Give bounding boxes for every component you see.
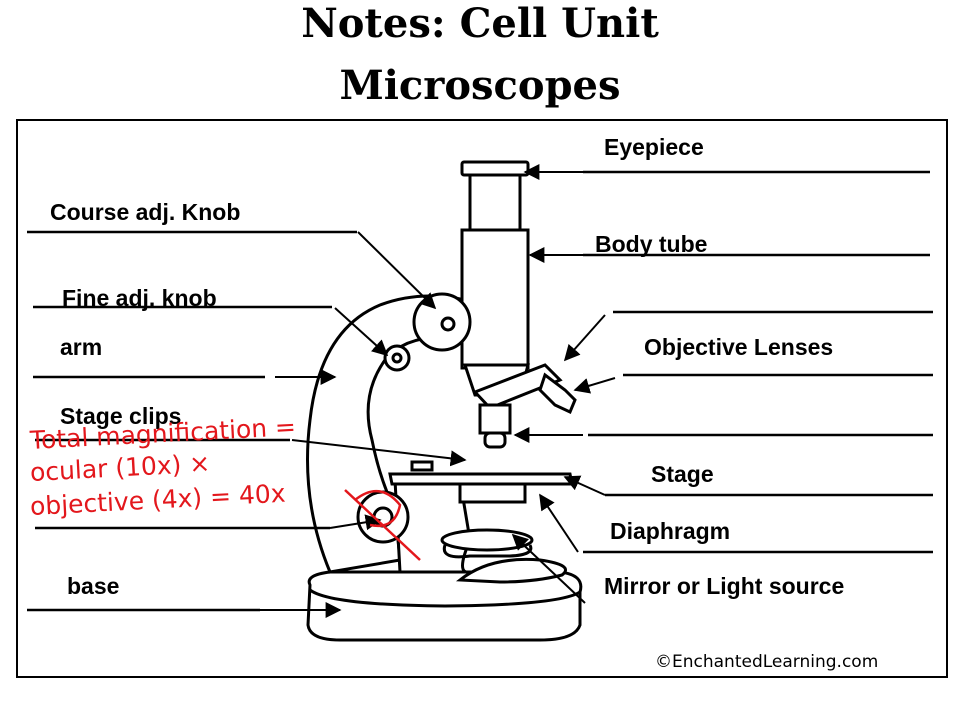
label-stage: Stage xyxy=(651,461,714,487)
base-cavity xyxy=(455,557,567,584)
course-knob-hub xyxy=(440,316,456,332)
label-stage-clips: Stage clips xyxy=(60,403,182,429)
label-body-tube: Body tube xyxy=(595,231,708,257)
handwriting-circle-mark xyxy=(354,490,402,528)
pointer-arrows xyxy=(258,164,616,618)
mirror xyxy=(440,528,534,552)
eyepiece-shaft xyxy=(468,173,522,232)
objective-lens-tip xyxy=(483,431,507,449)
stage-underside xyxy=(458,482,527,504)
title-line-1: Notes: Cell Unit xyxy=(301,0,659,47)
objective-side-lens xyxy=(538,372,577,415)
label-base: base xyxy=(67,573,120,599)
fine-knob-hub xyxy=(391,352,403,364)
body-tube xyxy=(460,228,530,370)
handwriting-strokes xyxy=(344,489,421,561)
eyepiece-cap xyxy=(460,160,530,177)
label-fine-knob: Fine adj. knob xyxy=(62,285,217,311)
label-objective-lenses: Objective Lenses xyxy=(644,334,834,360)
answer-lines-left xyxy=(27,230,357,612)
label-mirror: Mirror or Light source xyxy=(604,573,845,599)
title-line-2: Microscopes xyxy=(339,62,621,109)
base-top-edge xyxy=(309,588,581,608)
label-arm: arm xyxy=(60,334,103,360)
stage-clip xyxy=(410,460,434,472)
objective-lens xyxy=(478,403,512,435)
credit-text: ©EnchantedLearning.com xyxy=(655,652,879,672)
label-eyepiece: Eyepiece xyxy=(604,134,704,160)
label-course-knob: Course adj. Knob xyxy=(50,199,241,225)
objective-slanted-housing xyxy=(472,363,563,410)
answer-lines-right xyxy=(583,170,933,554)
microscope-drawing xyxy=(306,160,583,642)
label-diaphragm: Diaphragm xyxy=(610,518,731,544)
